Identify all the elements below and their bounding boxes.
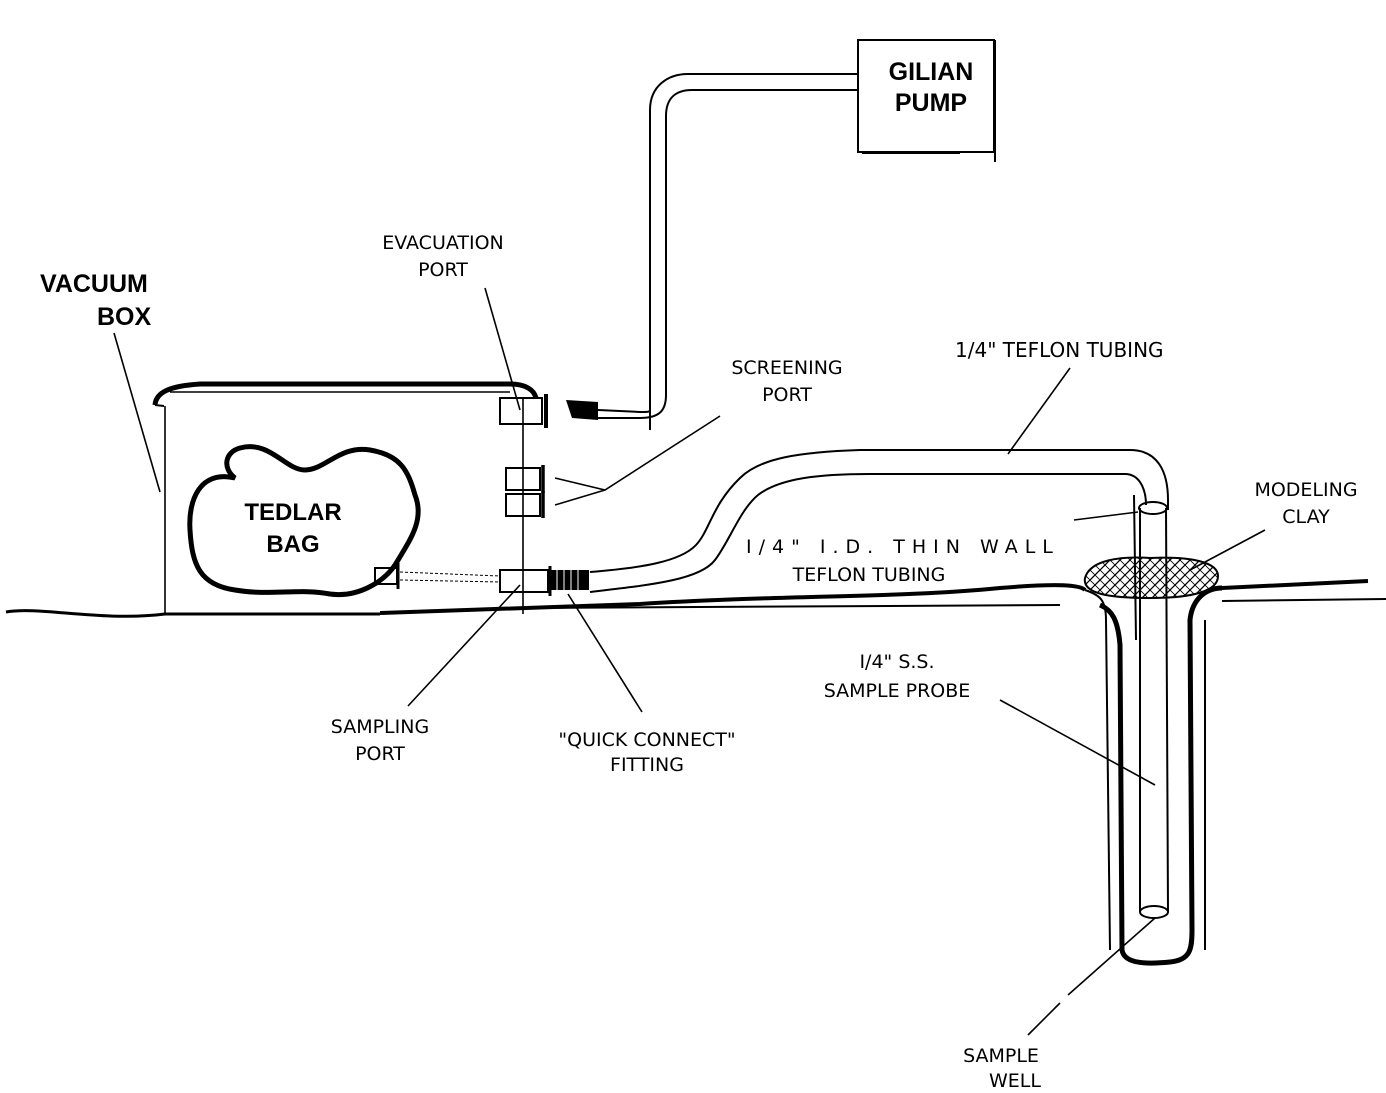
- svg-text:SAMPLE: SAMPLE: [963, 1045, 1039, 1067]
- svg-text:I/4" S.S.: I/4" S.S.: [859, 651, 934, 673]
- svg-text:SAMPLING: SAMPLING: [331, 716, 429, 738]
- label-quick-connect: "QUICK CONNECT" FITTING: [558, 729, 735, 776]
- svg-text:GILIAN: GILIAN: [889, 58, 974, 86]
- svg-text:PORT: PORT: [355, 743, 405, 765]
- pump-tubing: [597, 73, 858, 430]
- label-screening-port: SCREENING PORT: [731, 357, 842, 406]
- svg-text:BOX: BOX: [97, 303, 152, 331]
- svg-text:SCREENING: SCREENING: [731, 357, 842, 379]
- svg-text:PORT: PORT: [418, 259, 468, 281]
- svg-text:I/4" I.D. THIN WALL: I/4" I.D. THIN WALL: [746, 536, 1060, 558]
- svg-text:TEFLON TUBING: TEFLON TUBING: [792, 564, 946, 586]
- label-sample-well: SAMPLE WELL: [963, 1045, 1041, 1092]
- svg-text:BAG: BAG: [266, 531, 319, 558]
- vacuum-box: [152, 381, 539, 614]
- gilian-pump: [857, 39, 996, 162]
- label-evacuation-port: EVACUATION PORT: [382, 232, 504, 281]
- bag-valve: [374, 563, 501, 589]
- svg-text:MODELING: MODELING: [1254, 479, 1357, 501]
- label-thin-wall-tubing: I/4" I.D. THIN WALL TEFLON TUBING: [746, 536, 1060, 586]
- svg-text:PORT: PORT: [762, 384, 812, 406]
- label-sampling-port: SAMPLING PORT: [331, 716, 429, 765]
- svg-text:WELL: WELL: [989, 1070, 1041, 1092]
- sample-well: [1084, 585, 1223, 966]
- label-sample-probe: I/4" S.S. SAMPLE PROBE: [824, 651, 971, 702]
- svg-text:FITTING: FITTING: [610, 754, 684, 776]
- svg-text:PUMP: PUMP: [895, 89, 967, 117]
- svg-text:SAMPLE PROBE: SAMPLE PROBE: [824, 680, 971, 702]
- label-vacuum-box: VACUUM BOX: [40, 270, 152, 331]
- label-gilian-pump: GILIAN PUMP: [889, 58, 974, 117]
- teflon-tubing: [589, 449, 1169, 593]
- label-modeling-clay: MODELING CLAY: [1254, 479, 1357, 528]
- svg-text:TEDLAR: TEDLAR: [244, 499, 341, 526]
- svg-text:"QUICK CONNECT": "QUICK CONNECT": [558, 729, 735, 751]
- label-tedlar-bag: TEDLAR BAG: [244, 499, 341, 558]
- svg-text:1/4" TEFLON TUBING: 1/4" TEFLON TUBING: [955, 338, 1164, 362]
- tedlar-bag: [187, 444, 421, 598]
- pump-tubing-connector: [566, 400, 598, 420]
- leader-lines: [113, 287, 1266, 1036]
- svg-text:EVACUATION: EVACUATION: [382, 232, 504, 254]
- sampling-port: [499, 566, 552, 596]
- ground-line: [5, 579, 1386, 618]
- evacuation-port: [499, 394, 548, 428]
- screening-port: [505, 465, 545, 518]
- svg-text:VACUUM: VACUUM: [40, 270, 148, 298]
- svg-text:CLAY: CLAY: [1282, 506, 1330, 528]
- label-teflon-tubing: 1/4" TEFLON TUBING: [955, 338, 1164, 362]
- quick-connect-fitting: [551, 570, 589, 590]
- modeling-clay: [1083, 556, 1220, 600]
